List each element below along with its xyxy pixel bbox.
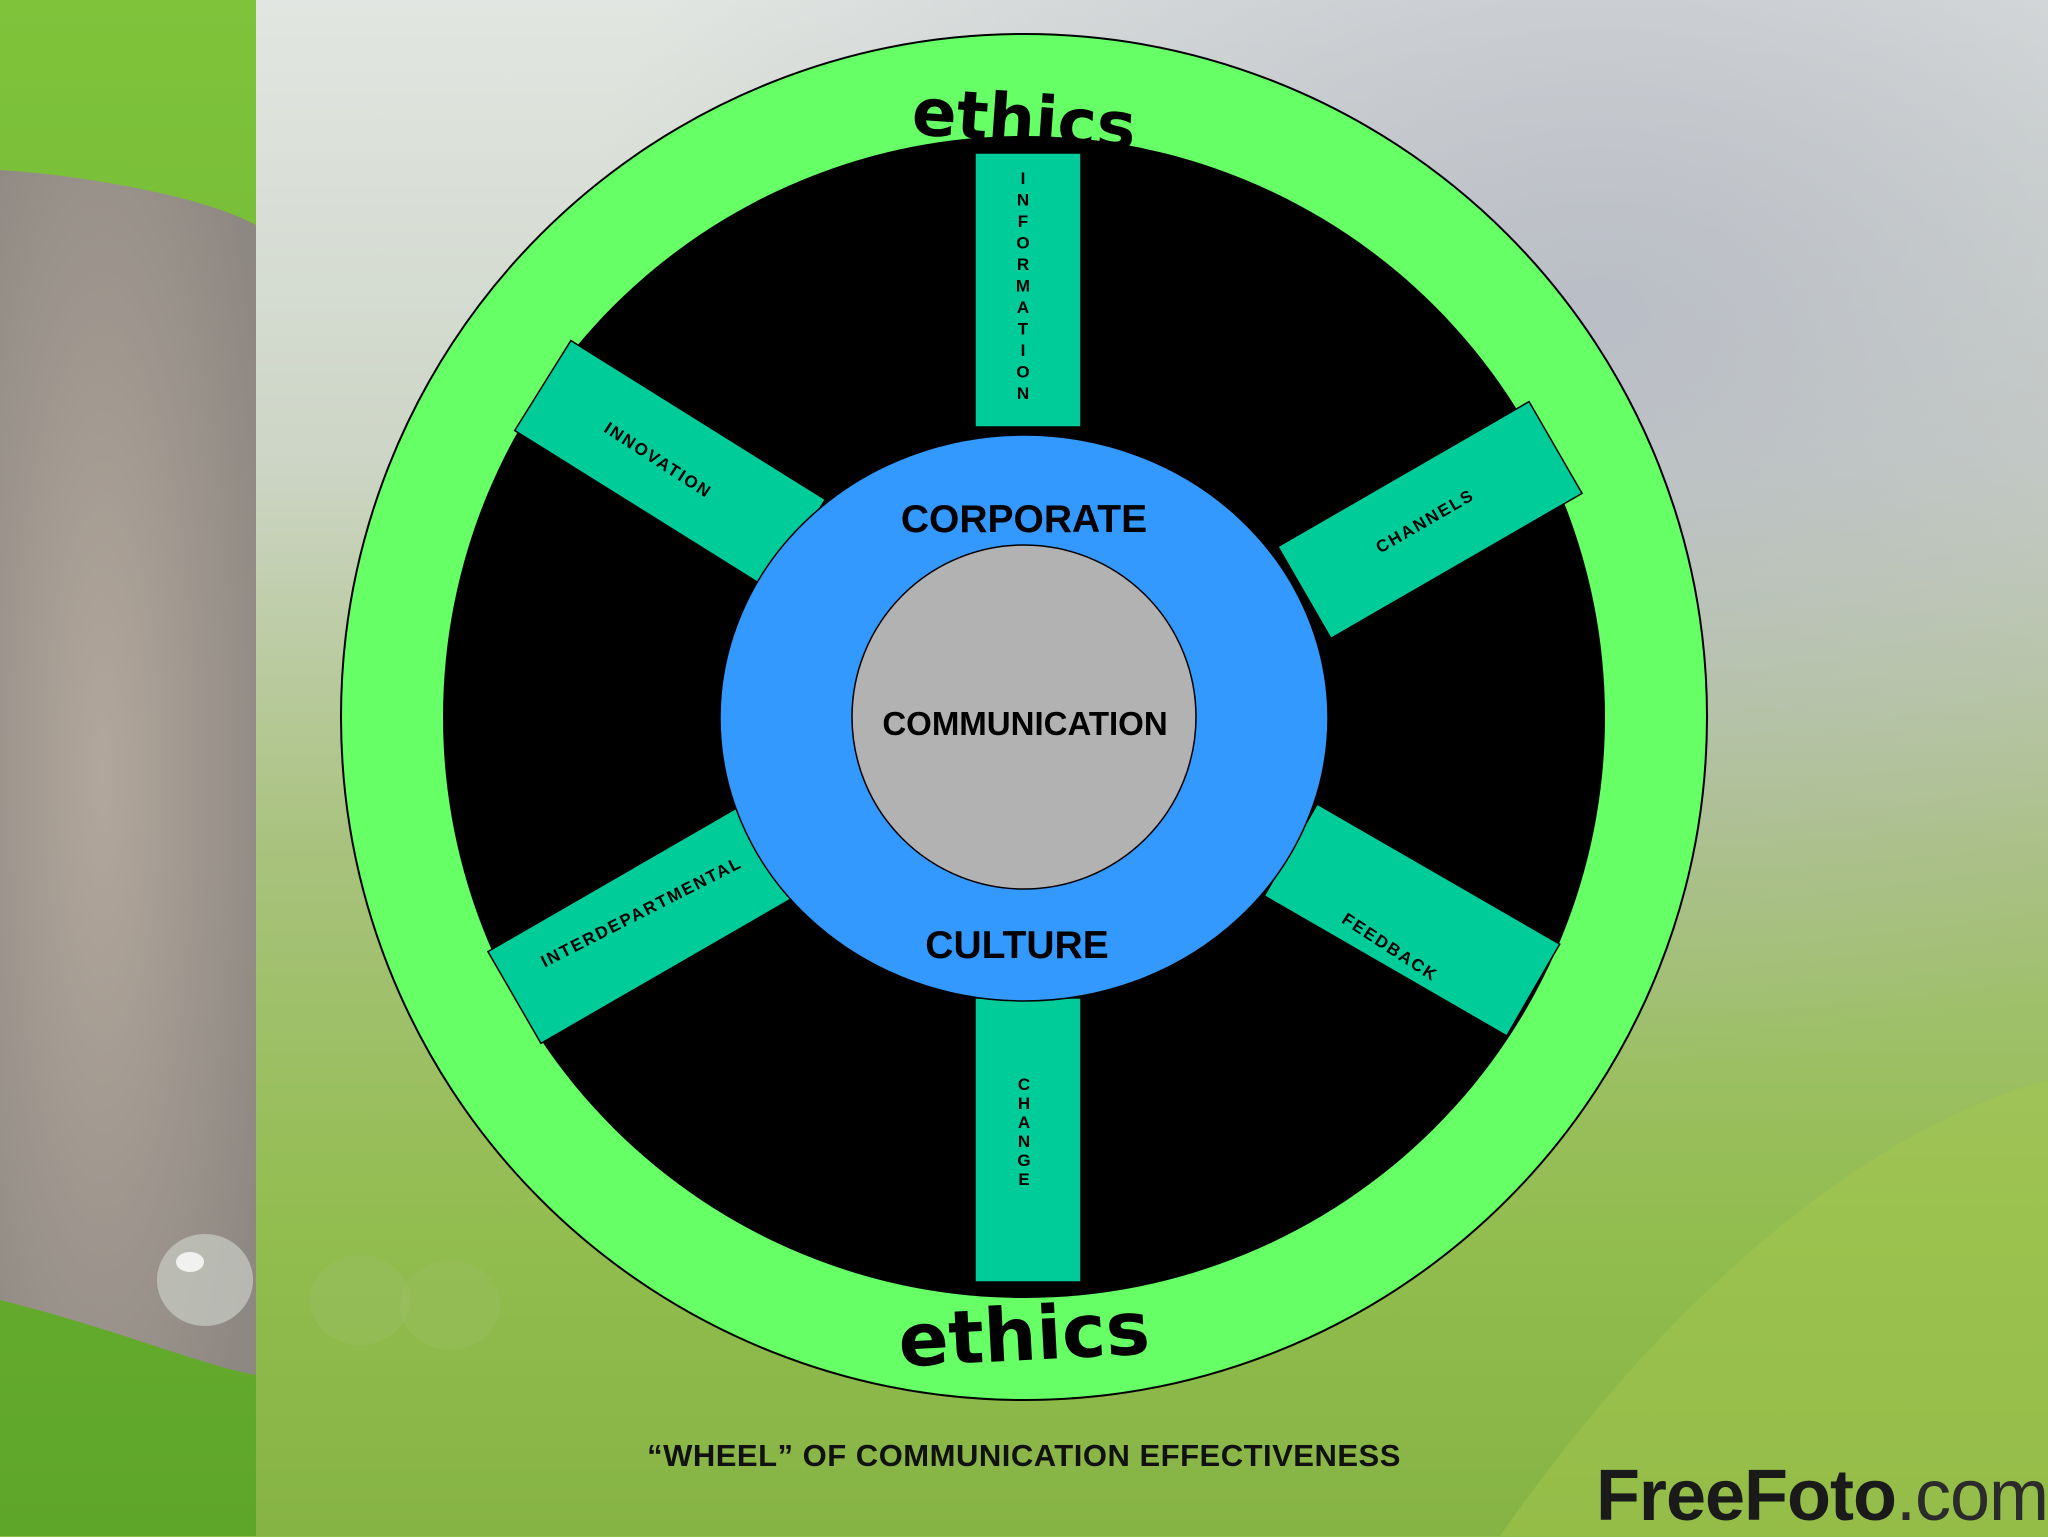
- spoke-letter: H: [1018, 1094, 1030, 1113]
- spoke-letter: A: [1017, 298, 1029, 317]
- spoke-letter: I: [1021, 169, 1026, 188]
- spoke-letter: A: [1018, 1113, 1030, 1132]
- spoke-letter: N: [1017, 191, 1029, 210]
- communication-label: COMMUNICATION: [882, 705, 1167, 742]
- watermark-tld: .com: [1896, 1456, 2048, 1536]
- spoke-letter: N: [1018, 1132, 1030, 1151]
- freefoto-watermark: FreeFoto.com: [1596, 1455, 2048, 1537]
- spoke-letter: T: [1018, 320, 1029, 339]
- ethics-bottom-label: ethics: [896, 1285, 1152, 1384]
- watermark-brand: FreeFoto: [1596, 1456, 1896, 1536]
- spoke-letter: F: [1018, 212, 1028, 231]
- spoke-letter: C: [1018, 1075, 1030, 1094]
- spoke-letter: O: [1016, 363, 1029, 382]
- spoke-letter: E: [1018, 1170, 1029, 1189]
- spoke-letter: O: [1016, 234, 1029, 253]
- spoke-letter: M: [1016, 277, 1030, 296]
- spoke-letter: G: [1017, 1151, 1030, 1170]
- spoke-letter: R: [1017, 255, 1029, 274]
- ethics-top-label: ethics: [909, 73, 1138, 165]
- culture-label: CULTURE: [925, 924, 1108, 967]
- corporate-label: CORPORATE: [901, 498, 1147, 541]
- spoke-letter: I: [1021, 341, 1026, 360]
- spoke-letter: N: [1017, 384, 1029, 403]
